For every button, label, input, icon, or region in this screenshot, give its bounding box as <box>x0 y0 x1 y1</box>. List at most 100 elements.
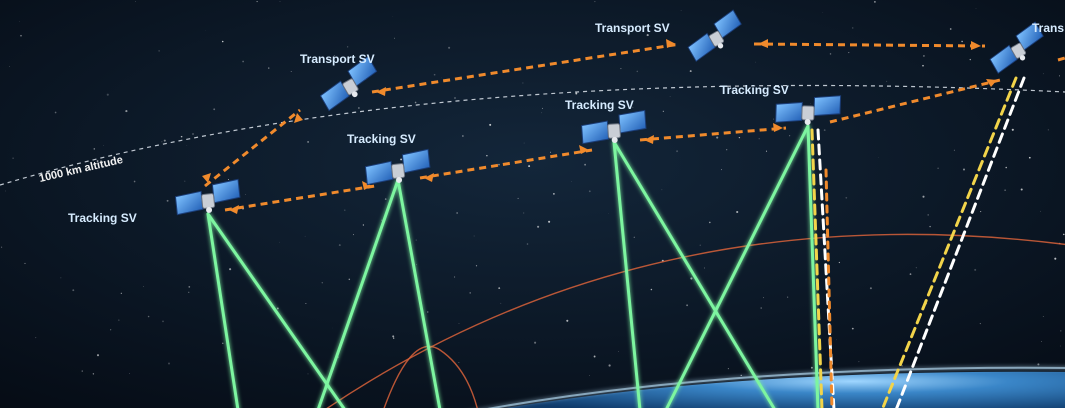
star <box>290 71 292 72</box>
star <box>162 320 164 323</box>
earth-atmosphere <box>487 366 1065 408</box>
star <box>125 110 128 113</box>
uplink-yellow <box>810 128 824 408</box>
star <box>553 193 555 195</box>
star <box>773 118 775 120</box>
star <box>1047 129 1049 131</box>
star <box>110 329 112 331</box>
star <box>636 70 639 73</box>
star <box>1028 156 1031 159</box>
orbit-track-1 <box>326 233 1065 408</box>
star <box>949 28 952 30</box>
star <box>1041 341 1042 342</box>
uplink-orange <box>824 168 834 408</box>
star <box>1040 210 1041 212</box>
star <box>462 135 464 137</box>
label-tracking-sv-2: Tracking SV <box>347 132 416 146</box>
star <box>760 307 762 309</box>
star <box>92 373 95 375</box>
star <box>427 311 429 313</box>
star <box>414 101 417 104</box>
star <box>690 277 693 280</box>
star <box>517 197 519 199</box>
star <box>969 58 971 61</box>
star <box>738 136 741 139</box>
star <box>163 139 166 142</box>
star <box>810 366 813 369</box>
star <box>9 65 10 67</box>
star <box>716 136 719 139</box>
star <box>979 323 981 325</box>
star <box>650 288 653 291</box>
star <box>676 150 679 153</box>
star <box>869 287 872 290</box>
star <box>661 189 663 191</box>
star <box>307 373 309 375</box>
star <box>19 20 20 22</box>
star <box>765 150 768 152</box>
star <box>1011 128 1014 131</box>
star <box>321 282 323 284</box>
star <box>1060 330 1062 332</box>
star <box>961 40 963 43</box>
star <box>344 209 346 211</box>
star <box>708 221 711 224</box>
star <box>500 302 502 304</box>
label-tracking-sv-1: Tracking SV <box>68 211 137 225</box>
star <box>922 64 924 67</box>
star <box>618 351 619 352</box>
label-transport-sv-3: Trans <box>1032 21 1064 35</box>
star <box>608 213 610 214</box>
star <box>528 165 531 168</box>
star <box>1042 315 1044 317</box>
star <box>393 337 395 339</box>
star <box>454 276 456 278</box>
star <box>498 287 501 290</box>
ground-link <box>665 124 810 408</box>
star <box>901 365 903 367</box>
star <box>548 220 551 223</box>
crosslinks <box>204 42 1065 212</box>
star <box>758 138 760 140</box>
star <box>851 27 854 29</box>
star <box>534 341 537 344</box>
star <box>213 108 216 111</box>
star <box>143 286 144 287</box>
star <box>704 267 705 269</box>
star <box>348 278 351 281</box>
star <box>93 148 96 150</box>
star <box>362 224 365 226</box>
star <box>646 34 649 37</box>
star <box>384 198 387 200</box>
star <box>456 212 458 214</box>
star <box>103 145 104 146</box>
star <box>106 93 109 96</box>
star <box>937 167 939 170</box>
star <box>1059 75 1060 77</box>
ground-link <box>396 178 442 408</box>
star <box>1059 345 1061 347</box>
star <box>20 34 22 37</box>
star <box>333 55 335 57</box>
star <box>1005 166 1007 169</box>
star <box>686 304 689 307</box>
star <box>168 362 170 365</box>
star <box>415 239 417 241</box>
star <box>458 323 460 324</box>
star <box>227 179 229 180</box>
star <box>279 1 281 2</box>
star <box>541 107 543 109</box>
star <box>953 149 955 151</box>
star <box>305 302 307 304</box>
star <box>927 214 929 216</box>
uplinks <box>810 76 1026 408</box>
ground-link <box>612 140 642 408</box>
star <box>1063 233 1065 236</box>
star <box>400 158 403 161</box>
star <box>541 112 543 114</box>
star <box>120 292 122 294</box>
star <box>192 133 194 135</box>
star <box>268 67 270 69</box>
star <box>221 40 224 43</box>
star <box>415 264 417 266</box>
